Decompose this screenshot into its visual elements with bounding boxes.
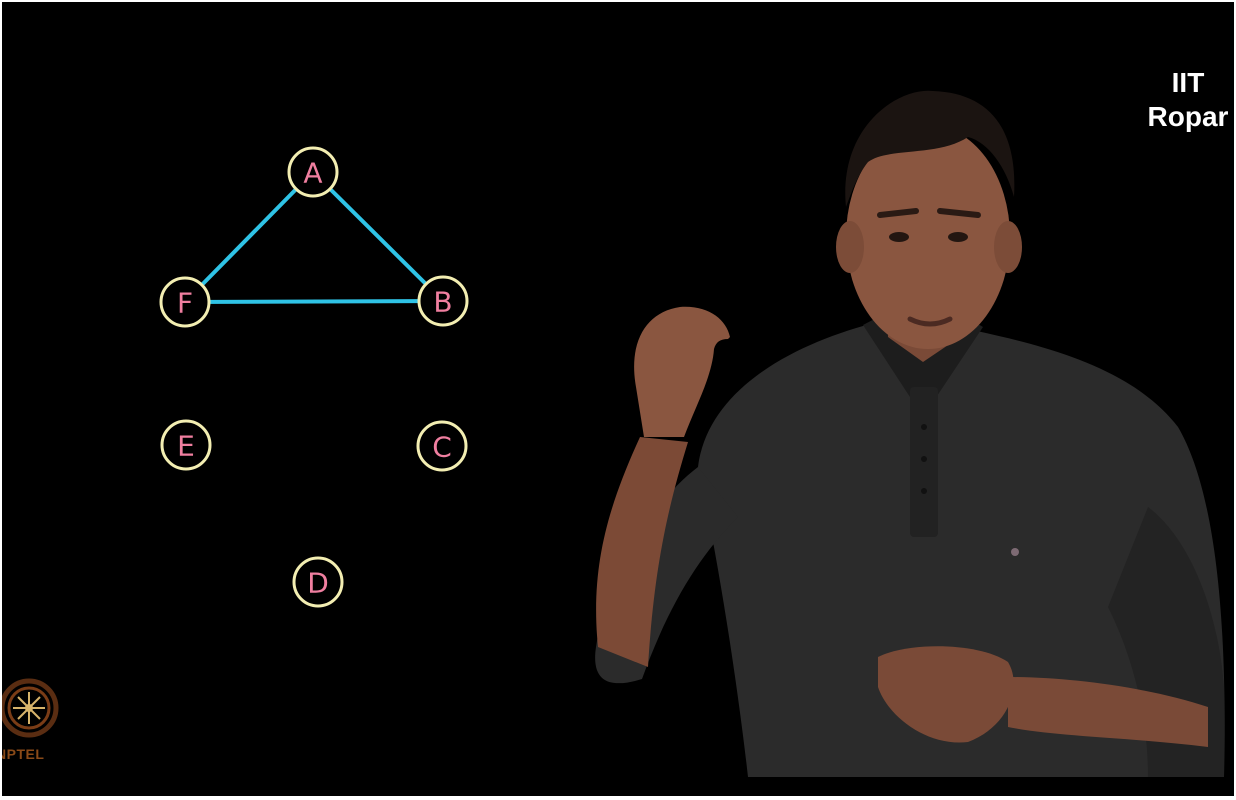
node-circle-b bbox=[417, 275, 469, 327]
presenter-forearm bbox=[596, 437, 688, 667]
node-c: C bbox=[416, 420, 468, 472]
node-label-d: D bbox=[307, 567, 329, 600]
edge-a-f bbox=[183, 170, 315, 304]
node-e: E bbox=[160, 419, 212, 471]
presenter-photo bbox=[595, 90, 1225, 777]
presenter-raised-hand bbox=[634, 306, 730, 437]
institute-label: IIT Ropar bbox=[1128, 66, 1234, 134]
presenter-face bbox=[846, 125, 1010, 349]
institute-line-1: IIT bbox=[1171, 67, 1205, 98]
edge-a-b bbox=[311, 170, 445, 303]
node-circle-f bbox=[159, 276, 211, 328]
node-circle-a bbox=[287, 146, 339, 198]
node-f: F bbox=[159, 276, 211, 328]
graph-nodes: A B C D E F bbox=[159, 146, 469, 608]
node-circle-d bbox=[292, 556, 344, 608]
node-label-e: E bbox=[177, 430, 195, 463]
node-b: B bbox=[417, 275, 469, 327]
node-label-f: F bbox=[177, 287, 193, 320]
graph-edges bbox=[183, 170, 445, 304]
node-a: A bbox=[287, 146, 339, 198]
nptel-logo-icon bbox=[2, 678, 59, 738]
node-d: D bbox=[292, 556, 344, 608]
node-label-c: C bbox=[432, 431, 452, 464]
node-circle-e bbox=[160, 419, 212, 471]
edge-f-b bbox=[183, 299, 445, 304]
presenter-lower-hand bbox=[878, 646, 1014, 743]
node-label-a: A bbox=[303, 157, 322, 190]
institute-line-2: Ropar bbox=[1147, 101, 1229, 132]
presenter-shirt bbox=[698, 312, 1225, 777]
node-circle-c bbox=[416, 420, 468, 472]
node-label-b: B bbox=[433, 286, 452, 319]
presenter-hair bbox=[845, 90, 1015, 207]
nptel-logo-text: NPTEL bbox=[2, 746, 45, 762]
